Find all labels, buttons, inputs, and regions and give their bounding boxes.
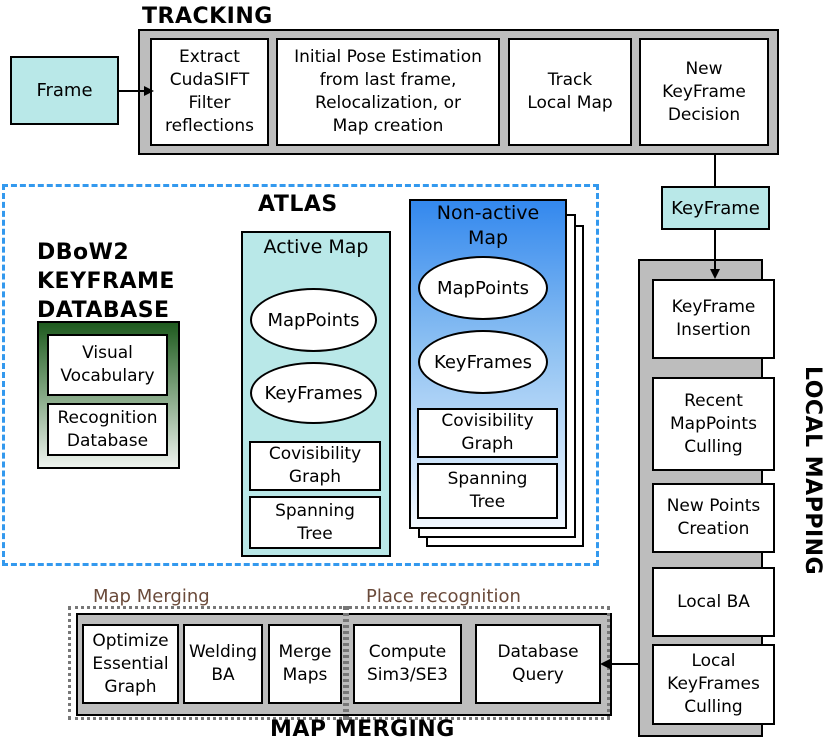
- nonactive-covisibility-graph-box: Covisibility Graph: [417, 408, 558, 458]
- atlas-title: ATLAS: [258, 192, 338, 217]
- nonactive-mappoints-ellipse: MapPoints: [418, 256, 548, 320]
- visual-vocabulary-box: Visual Vocabulary: [47, 334, 168, 396]
- keyframe-box: KeyFrame: [661, 186, 770, 230]
- map-merging-group-label: Map Merging: [93, 586, 210, 607]
- active-spanning-tree-box: Spanning Tree: [249, 496, 381, 549]
- place-recognition-group-label: Place recognition: [366, 586, 521, 607]
- merge-maps-box: Merge Maps: [268, 624, 342, 704]
- active-covisibility-graph-box: Covisibility Graph: [249, 441, 381, 491]
- welding-ba-box: Welding BA: [183, 624, 263, 704]
- optimize-essential-graph-box: Optimize Essential Graph: [82, 624, 179, 704]
- new-points-creation-box: New Points Creation: [652, 483, 775, 553]
- local-keyframes-culling-box: Local KeyFrames Culling: [652, 644, 775, 725]
- nonactive-spanning-tree-box: Spanning Tree: [417, 463, 558, 519]
- recognition-database-box: Recognition Database: [47, 403, 168, 456]
- nonactive-keyframes-ellipse: KeyFrames: [418, 330, 548, 394]
- local-mapping-title: LOCAL MAPPING: [800, 366, 825, 576]
- active-keyframes-ellipse: KeyFrames: [250, 362, 377, 424]
- atlas-container: [2, 184, 599, 566]
- new-keyframe-decision-box: New KeyFrame Decision: [639, 38, 769, 146]
- keyframe-insertion-box: KeyFrame Insertion: [652, 279, 775, 359]
- frame-box: Frame: [10, 56, 119, 125]
- map-merging-title: MAP MERGING: [270, 717, 455, 742]
- track-local-map-box: Track Local Map: [508, 38, 632, 146]
- recent-mappoints-culling-box: Recent MapPoints Culling: [652, 377, 775, 471]
- compute-sim3-box: Compute Sim3/SE3: [353, 624, 462, 704]
- map-merging-group: [68, 606, 349, 720]
- active-map-title: Active Map: [263, 236, 369, 258]
- local-ba-box: Local BA: [652, 567, 775, 637]
- initial-pose-estimation-box: Initial Pose Estimation from last frame,…: [276, 38, 500, 146]
- dbow-title: DBoW2 KEYFRAME DATABASE: [37, 240, 175, 323]
- nonactive-map-title: Non-active Map: [436, 202, 540, 249]
- active-mappoints-ellipse: MapPoints: [250, 288, 377, 352]
- tracking-title: TRACKING: [142, 4, 273, 29]
- database-query-box: Database Query: [475, 624, 601, 704]
